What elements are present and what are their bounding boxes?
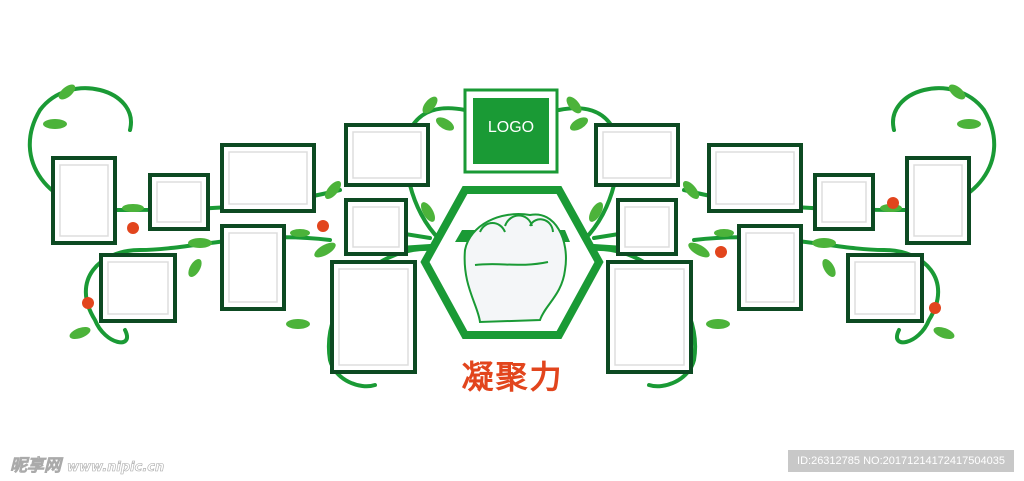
logo-box <box>463 88 559 174</box>
watermark: 昵享网 www.nipic.cn <box>10 451 165 477</box>
logo-label: LOGO <box>487 119 535 136</box>
watermark-site-name: 昵享网 <box>10 456 62 477</box>
title-text: 凝聚力 <box>461 358 564 396</box>
id-badge: ID:26312785 NO:20171214172417504035 <box>788 450 1014 472</box>
leaves <box>43 84 981 340</box>
watermark-url: www.nipic.cn <box>67 460 165 476</box>
berries <box>82 197 941 314</box>
fist-emblem <box>420 186 604 339</box>
photo-frames <box>51 123 971 374</box>
